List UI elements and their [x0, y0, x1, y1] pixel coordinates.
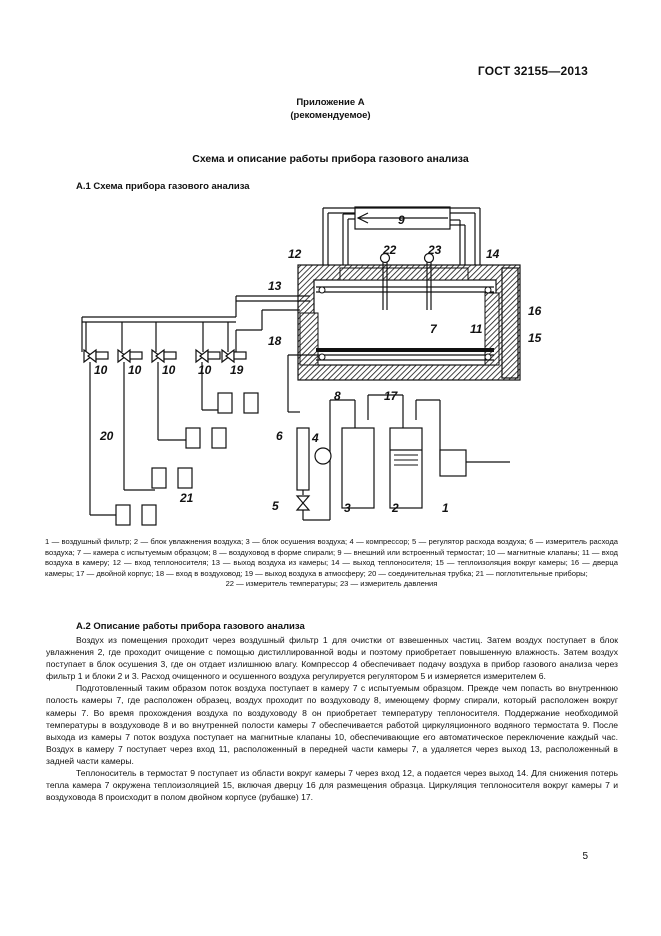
label-20: 20: [99, 429, 114, 443]
label-21: 21: [179, 491, 194, 505]
label-13: 13: [268, 279, 282, 293]
section-a2-heading: А.2 Описание работы прибора газового ана…: [76, 621, 305, 632]
label-17: 17: [384, 389, 399, 403]
label-5: 5: [272, 499, 279, 513]
label-9: 9: [398, 213, 405, 227]
label-12: 12: [288, 247, 302, 261]
label-10a: 10: [94, 363, 108, 377]
paragraph: Подготовленный таким образом поток возду…: [46, 683, 618, 766]
annex-status: (рекомендуемое): [290, 110, 371, 121]
page-number: 5: [582, 851, 588, 862]
diagram-legend: 1 — воздушный фильтр; 2 — блок увлажнени…: [45, 537, 618, 590]
gas-analysis-device-schematic: 9 12 22 23 14 13 16 15 7 11 18 10 10 10 …: [81, 206, 542, 526]
label-10b: 10: [128, 363, 142, 377]
standard-number: ГОСТ 32155—2013: [477, 64, 588, 78]
paragraph: Теплоноситель в термостат 9 поступает из…: [46, 768, 618, 803]
label-1: 1: [442, 501, 449, 515]
label-8: 8: [334, 389, 341, 403]
label-22: 22: [382, 243, 397, 257]
annex-label: Приложение А: [296, 97, 365, 108]
label-7: 7: [430, 322, 438, 336]
label-16: 16: [528, 304, 542, 318]
page-title: Схема и описание работы прибора газового…: [192, 153, 469, 165]
label-14: 14: [486, 247, 500, 261]
label-6: 6: [276, 429, 283, 443]
label-19: 19: [230, 363, 244, 377]
label-18: 18: [268, 334, 282, 348]
label-10d: 10: [198, 363, 212, 377]
thermostat-box: [354, 206, 451, 230]
label-2: 2: [391, 501, 399, 515]
section-a1-heading: А.1 Схема прибора газового анализа: [76, 181, 250, 192]
legend-line: 22 — измеритель температуры; 23 — измери…: [225, 579, 438, 589]
label-15: 15: [528, 331, 542, 345]
label-4: 4: [311, 431, 319, 445]
label-3: 3: [344, 501, 351, 515]
label-10c: 10: [162, 363, 176, 377]
legend-line: 1 — воздушный фильтр; 2 — блок увлажнени…: [45, 537, 618, 578]
label-11: 11: [470, 322, 483, 336]
description-text: Воздух из помещения проходит через возду…: [46, 634, 618, 803]
paragraph: Воздух из помещения проходит через возду…: [46, 635, 618, 682]
label-23: 23: [427, 243, 442, 257]
